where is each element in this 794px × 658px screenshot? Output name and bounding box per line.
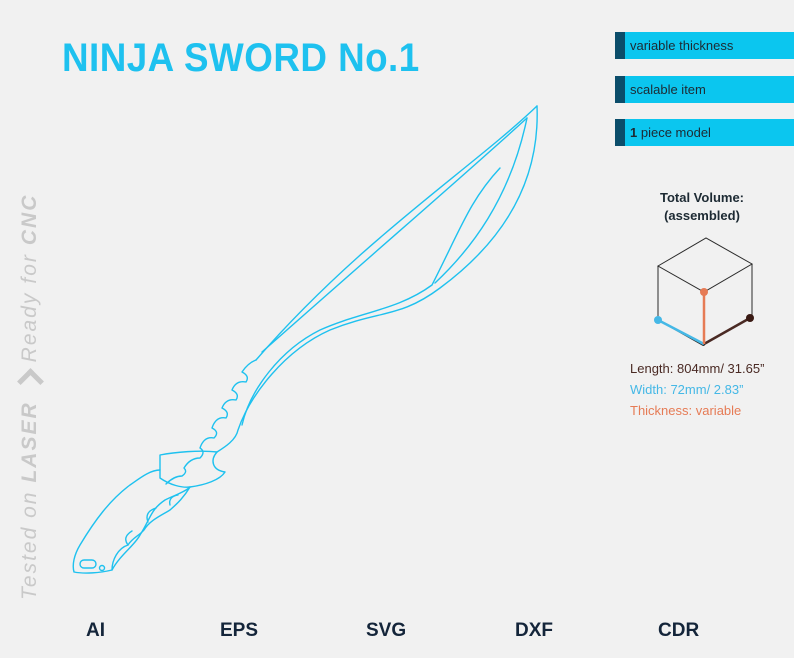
feature-variable-thickness: variable thickness	[615, 32, 794, 59]
dimension-length: Length: 804mm/ 31.65”	[630, 361, 765, 376]
cube-dimensions-icon	[654, 237, 754, 346]
feature-label: piece model	[637, 125, 711, 140]
dimension-width: Width: 72mm/ 2.83”	[630, 382, 744, 397]
feature-label: variable thickness	[630, 38, 734, 53]
feature-piece-model: 1 piece model	[615, 119, 794, 146]
format-dxf: DXF	[515, 620, 553, 641]
dimension-thickness: Thickness: variable	[630, 403, 742, 418]
dimensions-list: Length: 804mm/ 31.65” Width: 72mm/ 2.83”…	[630, 358, 764, 421]
format-ai: AI	[86, 620, 105, 641]
total-volume-title: Total Volume: (assembled)	[610, 189, 794, 225]
total-volume-line1: Total Volume:	[659, 190, 745, 205]
page-title: NINJA SWORD No.1	[62, 36, 420, 80]
feature-bold-2: 1	[630, 125, 638, 140]
sword-outline-drawing	[72, 105, 538, 574]
format-cdr: CDR	[658, 620, 700, 641]
total-volume-line2: (assembled)	[664, 208, 740, 223]
format-svg: SVG	[366, 620, 407, 641]
feature-label: scalable item	[630, 82, 706, 97]
feature-scalable-item: scalable item	[615, 76, 794, 103]
format-eps: EPS	[220, 620, 259, 641]
